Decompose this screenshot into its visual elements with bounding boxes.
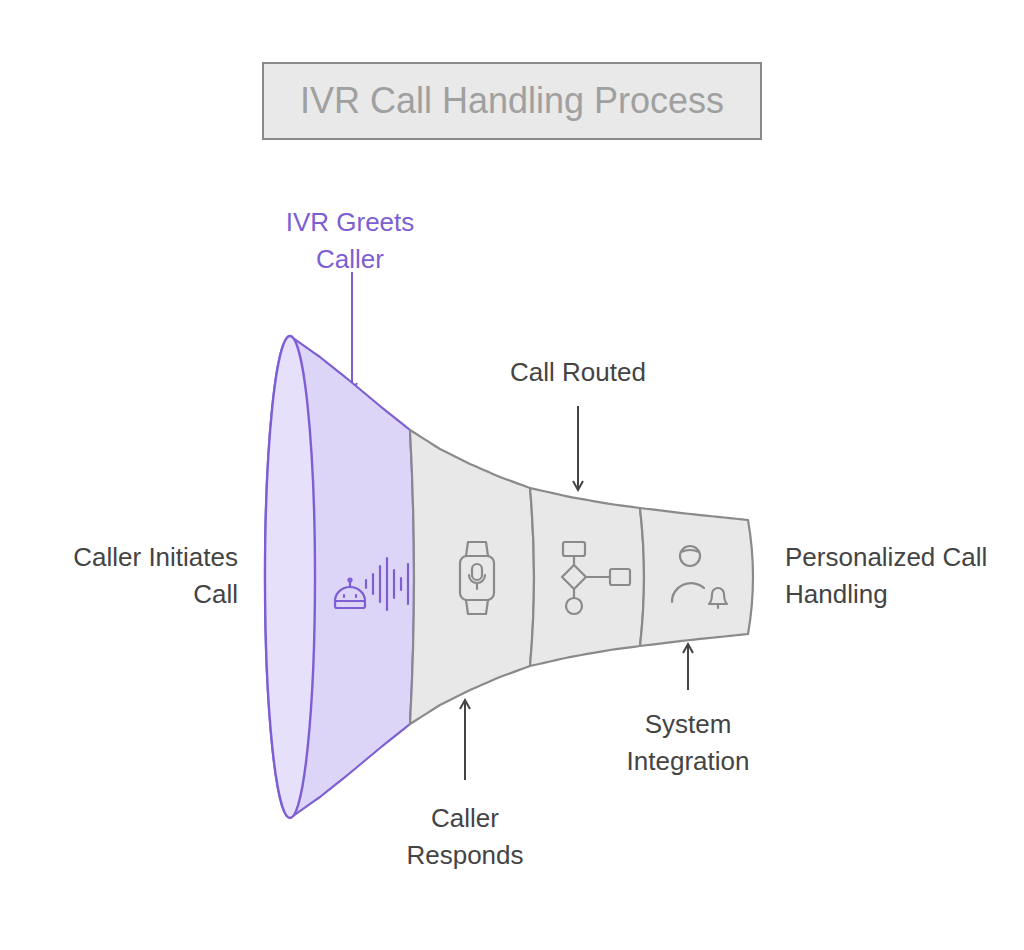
leader-arrow <box>687 644 689 690</box>
person-bell-icon <box>672 546 727 608</box>
band-shape <box>408 428 542 726</box>
band-outline <box>640 508 753 646</box>
funnel-mouth <box>265 336 315 818</box>
leader-arrow <box>351 272 353 392</box>
band-outline <box>265 336 414 818</box>
flowchart-icon <box>562 542 630 614</box>
leader-arrow <box>577 406 579 490</box>
side-label: Caller Initiates Call <box>38 539 238 613</box>
band-shape <box>638 506 760 648</box>
title-box: IVR Call Handling Process <box>262 62 762 140</box>
funnel-band: Call Routed <box>528 486 652 668</box>
funnel-band: Caller Responds <box>408 428 542 726</box>
band-label: Caller Responds <box>390 800 540 874</box>
robot-icon <box>335 558 408 610</box>
leader-arrow <box>464 700 466 780</box>
band-outline <box>410 430 534 724</box>
band-label: System Integration <box>608 706 768 780</box>
watch-mic-icon <box>460 542 494 614</box>
band-label: IVR Greets Caller <box>265 204 435 278</box>
band-outline <box>530 488 644 666</box>
band-label: Call Routed <box>478 354 678 391</box>
funnel-band: System Integration <box>638 506 760 648</box>
side-label: Personalized Call Handling <box>785 539 1015 613</box>
band-shape <box>262 334 422 820</box>
band-shape <box>528 486 652 668</box>
title-text: IVR Call Handling Process <box>300 80 724 122</box>
funnel-band: IVR Greets Caller <box>262 334 422 820</box>
